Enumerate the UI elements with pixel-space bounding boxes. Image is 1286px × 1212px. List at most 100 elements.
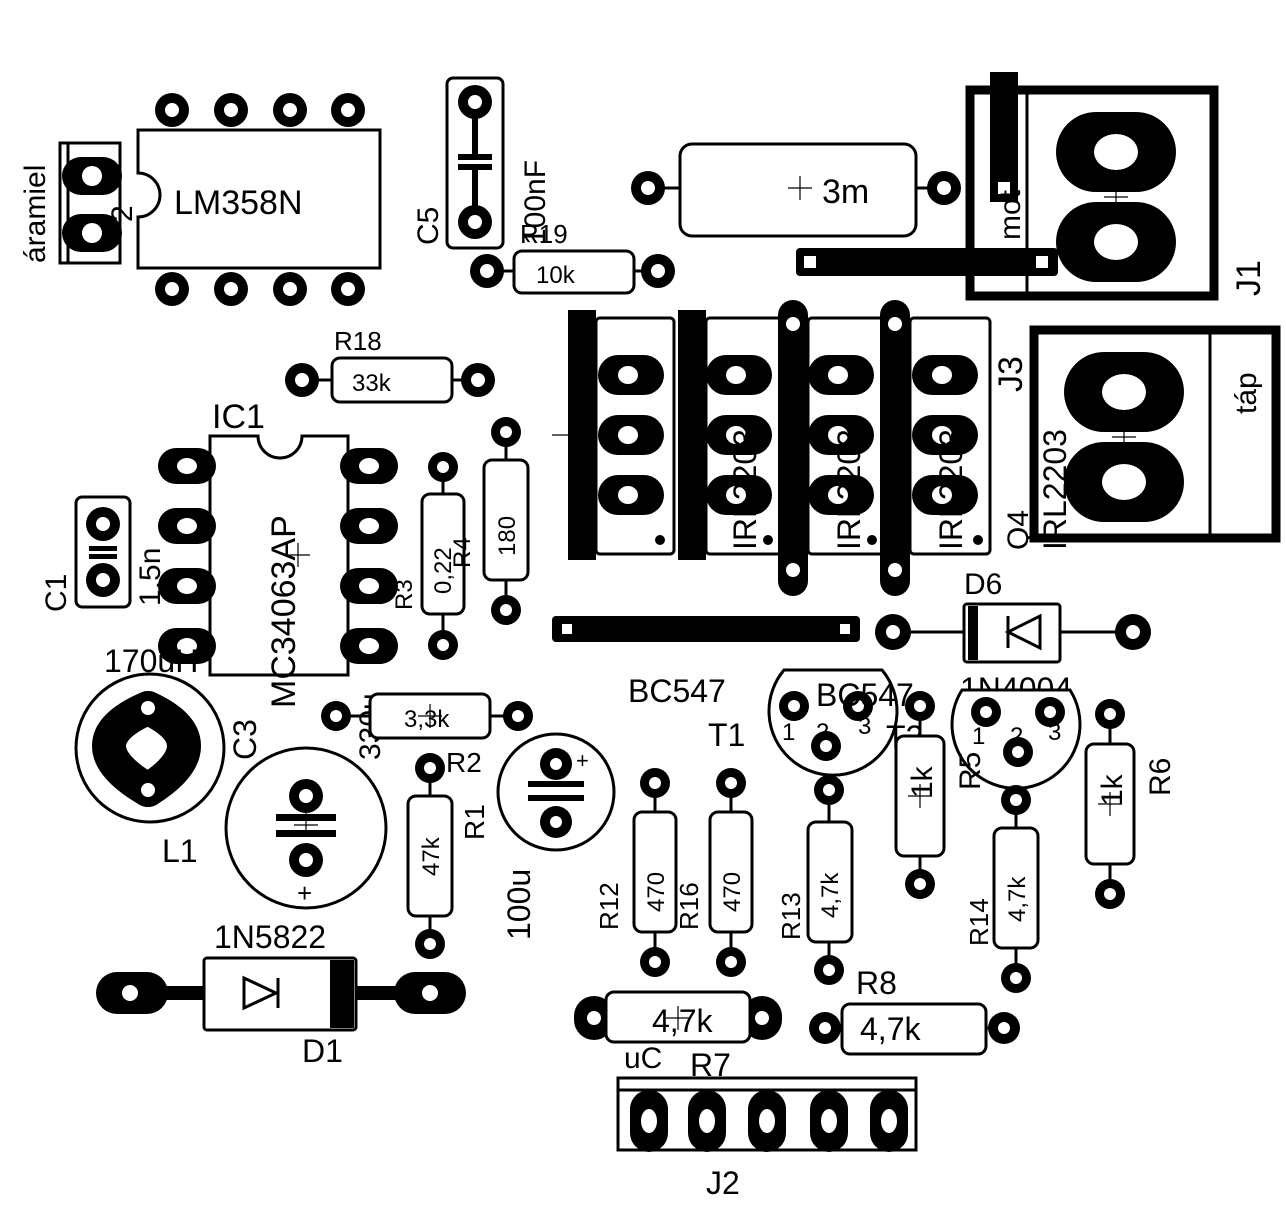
j2-uc-header: uC J2	[616, 1042, 918, 1201]
mosfet-q1	[568, 310, 676, 560]
t1-ref-label: T1	[708, 717, 745, 753]
mosfet-q3-value-label: IRL2203	[831, 429, 867, 550]
r6-ref-label: R6	[1144, 758, 1177, 796]
c2-value-label: 100u	[501, 869, 537, 940]
r12-value-label: 470	[643, 872, 670, 912]
transistor-t2: 1 2 3 BC547 T2	[816, 677, 1082, 790]
r14-value-label: 4,7k	[1004, 876, 1031, 922]
resistor-r4: 180 R4	[449, 417, 530, 625]
c5-value-label: 100nF	[519, 160, 552, 245]
capacitor-c3: + C3 330u	[224, 693, 388, 910]
shunt-resistor-3m: 3m	[631, 142, 961, 238]
ic-mc34063ap: IC1 MC34063AP	[158, 398, 398, 708]
transistor-t1: 1 2 3 BC547 T1	[628, 668, 899, 777]
resistor-r1: 47k R1	[406, 753, 490, 959]
r19-value-label: 10k	[536, 262, 576, 289]
j4-name-label: áramiel	[19, 165, 52, 263]
j2-ref-label: J2	[706, 1165, 740, 1201]
r14-ref-label: R14	[964, 898, 994, 946]
capacitor-c1: C1 1,5n	[40, 495, 167, 612]
resistor-r13: 4,7k R13	[776, 775, 854, 985]
ic2-value-label: LM358N	[174, 184, 303, 222]
t2-pin-3: 3	[1048, 719, 1061, 746]
l1-ref-label: L1	[162, 833, 198, 869]
r6-value-label: 1k	[1096, 773, 1129, 806]
mosfet-q3: IRL2203	[778, 300, 886, 596]
r4-ref-label: R4	[449, 537, 476, 568]
r4-value-label: 180	[494, 516, 521, 556]
resistor-r18: 33k R18	[285, 326, 495, 404]
r1-value-label: 47k	[418, 836, 445, 876]
resistor-r2: 3,3k R2	[321, 692, 533, 778]
r7-value-label: 4,7k	[652, 1003, 713, 1039]
j4-pin-mark: 2	[106, 205, 139, 222]
r16-value-label: 470	[719, 872, 746, 912]
r19-ref-label: R19	[520, 219, 568, 249]
ic1-value-label: MC34063AP	[265, 515, 303, 708]
j1-motor-connector: mot J1	[965, 72, 1268, 301]
j3-ref-label: J3	[992, 356, 1030, 392]
j1-ref-label: J1	[1230, 260, 1268, 296]
c3-plus: +	[297, 878, 312, 908]
r2-value-label: 3,3k	[404, 706, 450, 733]
resistor-r6: 1k R6	[1084, 699, 1177, 909]
j3-name-label: táp	[1230, 372, 1263, 414]
capacitor-c5: C5 100nF	[412, 76, 552, 250]
resistor-r8: R8 4,7k	[809, 965, 1020, 1056]
resistor-r19: 10k R19	[470, 219, 675, 295]
c5-ref-label: C5	[412, 207, 445, 245]
r8-ref-label: R8	[856, 965, 897, 1001]
resistor-r7: 4,7k R7	[574, 990, 782, 1083]
j3-power-connector: J3 táp	[992, 325, 1281, 543]
mosfet-q4: IRL2203	[880, 300, 992, 596]
r1-ref-label: R1	[459, 804, 490, 840]
t1-pin-3: 3	[858, 713, 871, 740]
t2-pin-2: 2	[1010, 723, 1023, 750]
resistor-r14: 4,7k R14	[964, 785, 1040, 993]
r18-ref-label: R18	[334, 326, 382, 356]
r5-ref-label: R5	[954, 752, 987, 790]
inductor-l1: 170uH L1	[74, 643, 226, 869]
j1-name-label: mot	[994, 189, 1027, 240]
capacitor-c2: + 100u	[496, 732, 616, 940]
r13-value-label: 4,7k	[817, 872, 844, 918]
c1-value-label: 1,5n	[134, 548, 167, 606]
diode-d1: 1N5822 D1	[96, 919, 466, 1069]
resistor-r16: 470 R16	[674, 768, 754, 977]
t1-pin-2: 2	[816, 719, 829, 746]
resistor-r5: 1k R5	[894, 691, 987, 899]
r3-value-label: 0,22	[430, 547, 457, 594]
mosfet-q2: IRL2203	[678, 310, 786, 560]
d1-value-label: 1N5822	[214, 919, 326, 955]
jumper-wire-top	[796, 248, 1058, 276]
ic1-ref-label: IC1	[212, 398, 265, 436]
t2-pin-1: 1	[972, 723, 985, 750]
t1-value-label: BC547	[628, 673, 726, 709]
resistor-r12: 470 R12	[594, 768, 678, 977]
resistor-r3: 0,22 R3	[391, 452, 466, 660]
mosfet-q2-value-label: IRL2203	[727, 429, 763, 550]
r5-value-label: 1k	[906, 765, 939, 798]
ic-lm358n: LM358N	[136, 93, 382, 306]
d1-ref-label: D1	[302, 1033, 343, 1069]
c1-ref-label: C1	[40, 574, 73, 612]
r3-ref-label: R3	[391, 579, 418, 610]
c3-ref-label: C3	[227, 719, 263, 760]
r13-ref-label: R13	[776, 892, 806, 940]
r8-value-label: 4,7k	[860, 1011, 921, 1047]
r12-ref-label: R12	[594, 882, 624, 930]
l1-value-label: 170uH	[104, 643, 198, 679]
j4-connector: áramiel J4 2	[19, 141, 167, 265]
j2-name-label: uC	[624, 1042, 662, 1075]
t1-pin-1: 1	[782, 719, 795, 746]
jumper-wire-middle	[552, 616, 860, 642]
r16-ref-label: R16	[674, 882, 704, 930]
r2-ref-label: R2	[446, 747, 482, 778]
t2-value-label: BC547	[816, 677, 914, 713]
r18-value-label: 33k	[352, 370, 392, 397]
c2-plus: +	[576, 748, 589, 773]
shunt-value-label: 3m	[822, 173, 869, 211]
mosfet-q4b-value-label: IRL2203	[933, 429, 969, 550]
diode-d6: D6 1N4004	[875, 568, 1151, 707]
